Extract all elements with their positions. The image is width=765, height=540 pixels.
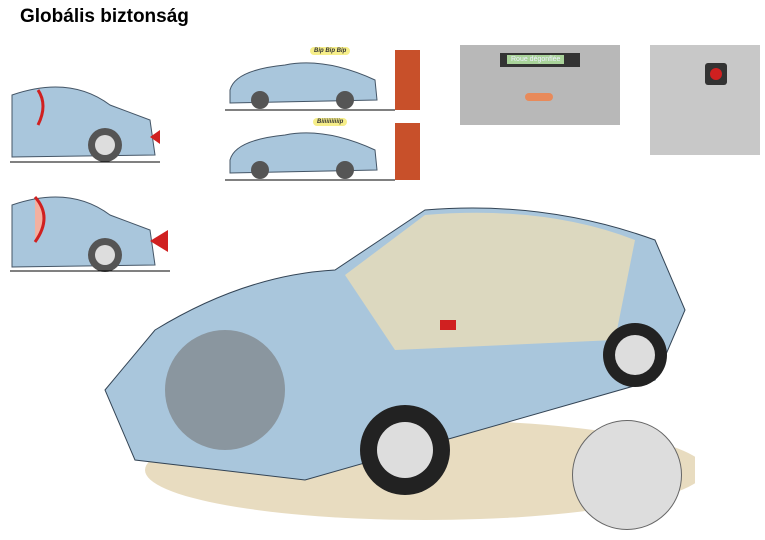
beep-slow-bubble: Bip Bip Bip xyxy=(310,47,351,55)
beep-continuous-bubble: Biiiiiiiiiiip xyxy=(313,118,348,126)
tire-valve-sensor-detail xyxy=(572,420,682,530)
main-car-cutaway xyxy=(104,207,695,520)
front-airbag-severe-impact xyxy=(10,195,170,272)
parking-sensor-far: Bip Bip Bip xyxy=(225,45,425,115)
tire-warning-display: Roue dégonflée xyxy=(507,55,565,64)
dashboard-display-panel: Roue dégonflée xyxy=(460,45,620,125)
airbag-switch-panel xyxy=(650,45,760,155)
page-title: Globális biztonság xyxy=(20,6,189,27)
parking-sensor-near: Biiiiiiiiiiip xyxy=(225,115,425,185)
front-airbag-small-impact xyxy=(10,86,160,163)
